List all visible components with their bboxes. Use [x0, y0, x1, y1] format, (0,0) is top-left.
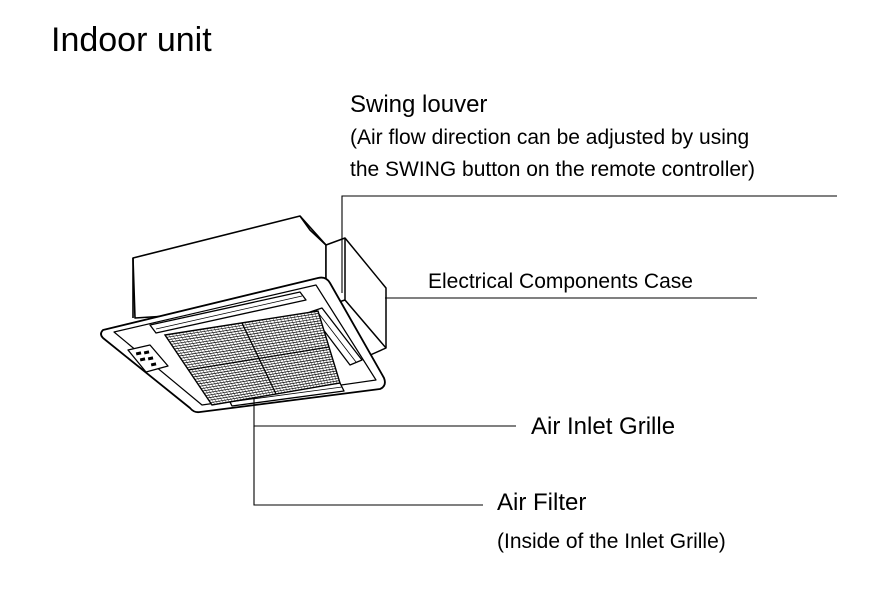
leader-lines: [253, 195, 837, 506]
swing-louver-leader: [341, 195, 837, 293]
air-inlet-grille-leader: [253, 398, 516, 427]
swing-louver-label: Swing louver: [350, 91, 488, 118]
swing-louver-note-line2: the SWING button on the remote controlle…: [350, 158, 756, 181]
electrical-components-case-label: Electrical Components Case: [428, 270, 693, 293]
air-filter-label: Air Filter: [497, 489, 587, 516]
air-inlet-grille-label: Air Inlet Grille: [531, 413, 676, 440]
swing-louver-note-line1: (Air flow direction can be adjusted by u…: [350, 126, 750, 149]
air-inlet-grille: [163, 310, 341, 406]
air-filter-leader: [253, 426, 483, 506]
air-filter-note: (Inside of the Inlet Grille): [497, 530, 726, 553]
page-title: Indoor unit: [51, 21, 212, 59]
